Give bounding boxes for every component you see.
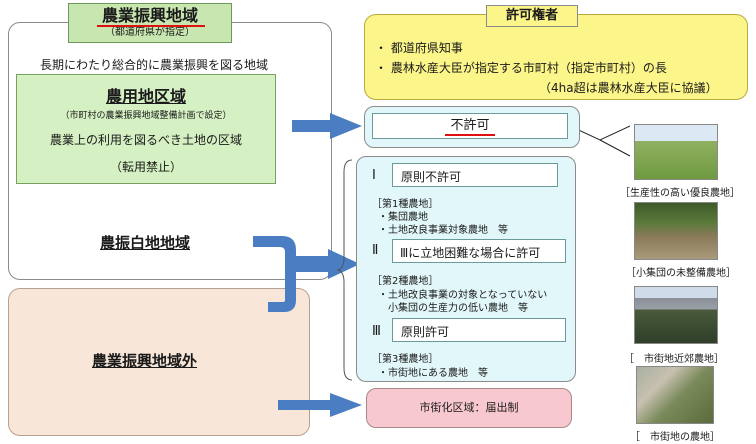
category-3-line-1: ・市街地にある農地 等 [378, 368, 488, 379]
urban-farmland-icon [636, 366, 714, 424]
agri-zone-sub: （市町村の農業振興地域整備計画で設定） [60, 111, 232, 121]
category-2-label: Ⅲに立地困難な場合に許可 [400, 246, 541, 260]
category-1-head: ［第1種農地］ [372, 199, 439, 210]
category-2-line-2: 小集団の生産力の低い農地 等 [378, 303, 528, 314]
category-1-line-2: ・土地改良事業対象農地 等 [378, 225, 508, 236]
arrow-to-no-permission [292, 113, 362, 139]
urban-area-label: 市街化区域：届出制 [419, 401, 519, 414]
outside-region-label: 農業振興地域外 [92, 352, 198, 370]
region-description: 長期にわたり総合的に農業振興を図る地域 [40, 58, 269, 72]
arrow-to-category-2 [253, 236, 296, 312]
agri-zone-note: （転用禁止） [109, 160, 182, 174]
roman-2: Ⅱ [372, 243, 379, 258]
urban-area-box: 市街化区域：届出制 [366, 388, 572, 428]
category-1-line-1: ・集団農地 [378, 212, 428, 223]
categories-container [356, 156, 576, 382]
agri-zone-title: 農用地区域 [105, 87, 186, 106]
region-header: 農業振興地域 （都道府県が指定） [68, 3, 232, 43]
arrow-to-urban [278, 393, 362, 417]
no-permission-label: 不許可 [450, 118, 490, 133]
region-title: 農業振興地域 [101, 6, 198, 25]
outside-region [8, 288, 310, 436]
authority-item-3: （4ha超は農林水産大臣に協議） [539, 81, 718, 95]
category-1-box: 原則不許可 [392, 163, 558, 187]
authority-title: 許可権者 [486, 5, 578, 27]
category-3-head: ［第3種農地］ [372, 354, 439, 365]
category-1-label: 原則不許可 [401, 170, 462, 184]
agri-land-zone: 農用地区域 （市町村の農業振興地域整備計画で設定） 農業上の利用を図るべき土地の… [16, 74, 276, 184]
roman-3: Ⅲ [372, 324, 381, 339]
no-permission-underline [445, 134, 495, 136]
pointer-lines [569, 125, 631, 157]
category-brace [336, 159, 353, 381]
category-3-label: 原則許可 [401, 325, 450, 339]
authority-box: ・ 都道府県知事 ・ 農林水産大臣が指定する市町村（指定市町村）の長 （4ha超… [364, 14, 748, 100]
category-2-head: ［第2種農地］ [372, 276, 439, 287]
arrow-to-category-2-head [296, 249, 360, 279]
photo-caption-4: ［ 市街地の農地］ [630, 432, 720, 443]
authority-item-1: ・ 都道府県知事 [375, 41, 463, 55]
category-3-box: 原則許可 [392, 318, 566, 342]
authority-item-2: ・ 農林水産大臣が指定する市町村（指定市町村）の長 [375, 61, 667, 75]
region-title-underline [97, 25, 205, 27]
white-zone-label: 農振白地地域 [100, 234, 191, 252]
photo-caption-3: ［ 市街地近郊農地］ [624, 354, 724, 365]
category-2-box: Ⅲに立地困難な場合に許可 [392, 239, 566, 263]
rice-paddy-icon [634, 124, 718, 180]
photo-caption-1: ［生産性の高い優良農地］ [620, 188, 740, 199]
photo-caption-2: ［小集団の未整備農地］ [626, 268, 736, 279]
roman-1: Ⅰ [372, 168, 376, 183]
agri-zone-desc: 農業上の利用を図るべき土地の区域 [49, 133, 242, 147]
suburban-field-icon [634, 286, 718, 344]
region-sub: （都道府県が指定） [105, 27, 195, 38]
no-permission-box: 不許可 [372, 113, 568, 139]
hillside-field-icon [634, 202, 718, 260]
category-2-line-1: ・土地改良事業の対象となっていない [378, 290, 548, 301]
